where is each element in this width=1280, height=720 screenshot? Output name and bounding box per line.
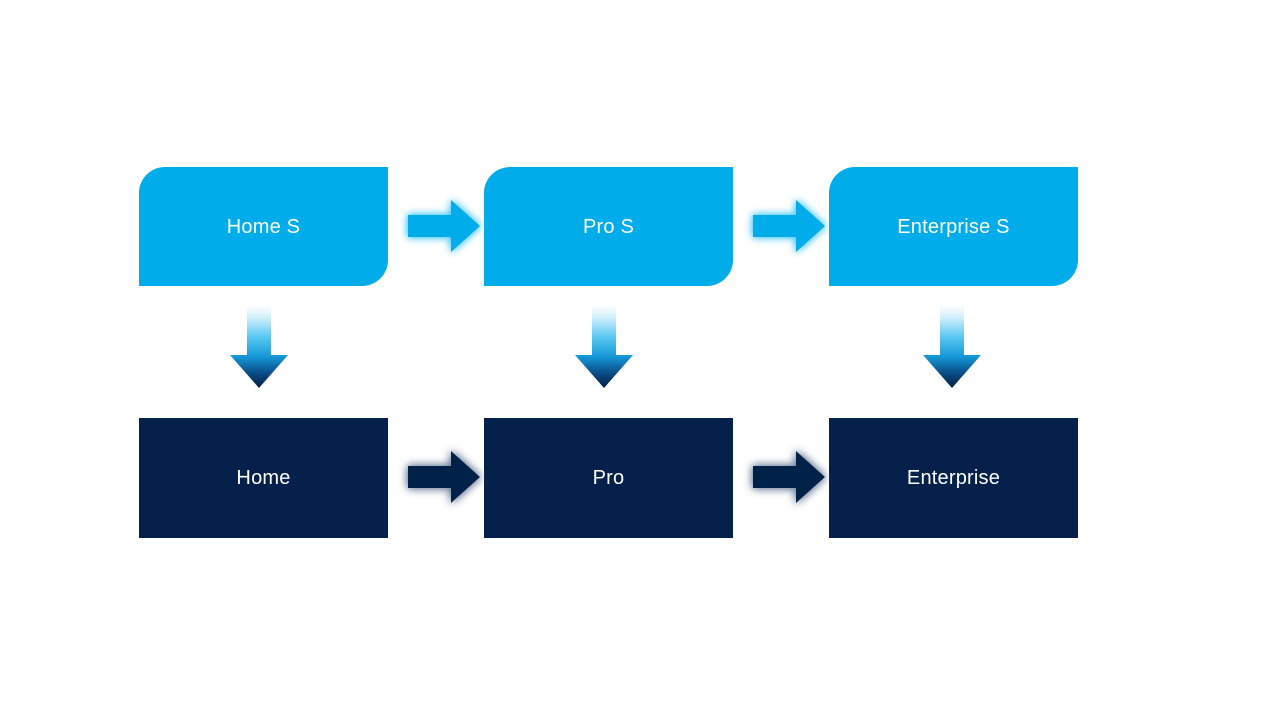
node-label: Home bbox=[236, 467, 291, 489]
node-label: Enterprise S bbox=[897, 215, 1010, 238]
node-label: Pro S bbox=[582, 215, 635, 238]
arrow-right-icon bbox=[408, 451, 480, 503]
arrow-down-icon bbox=[923, 305, 981, 388]
node-enterprise-s[interactable]: Enterprise S bbox=[829, 167, 1078, 286]
node-pro[interactable]: Pro bbox=[484, 418, 733, 538]
arrow-down-icon bbox=[230, 305, 288, 388]
connector-home-s-to-pro-s bbox=[406, 197, 482, 255]
arrow-down-icon bbox=[575, 305, 633, 388]
connector-pro-s-to-pro bbox=[573, 305, 635, 389]
connector-home-to-pro bbox=[406, 448, 482, 506]
node-label: Pro bbox=[592, 467, 625, 489]
connector-pro-s-to-enterprise-s bbox=[751, 197, 827, 255]
arrow-right-icon bbox=[753, 451, 825, 503]
connector-enterprise-s-to-enterprise bbox=[921, 305, 983, 389]
node-home-s[interactable]: Home S bbox=[139, 167, 388, 286]
connector-pro-to-enterprise bbox=[751, 448, 827, 506]
node-label: Home S bbox=[226, 215, 301, 238]
node-enterprise[interactable]: Enterprise bbox=[829, 418, 1078, 538]
node-home[interactable]: Home bbox=[139, 418, 388, 538]
connector-home-s-to-home bbox=[228, 305, 290, 389]
arrow-right-icon bbox=[753, 200, 825, 252]
node-pro-s[interactable]: Pro S bbox=[484, 167, 733, 286]
node-label: Enterprise bbox=[906, 467, 1001, 489]
arrow-right-icon bbox=[408, 200, 480, 252]
